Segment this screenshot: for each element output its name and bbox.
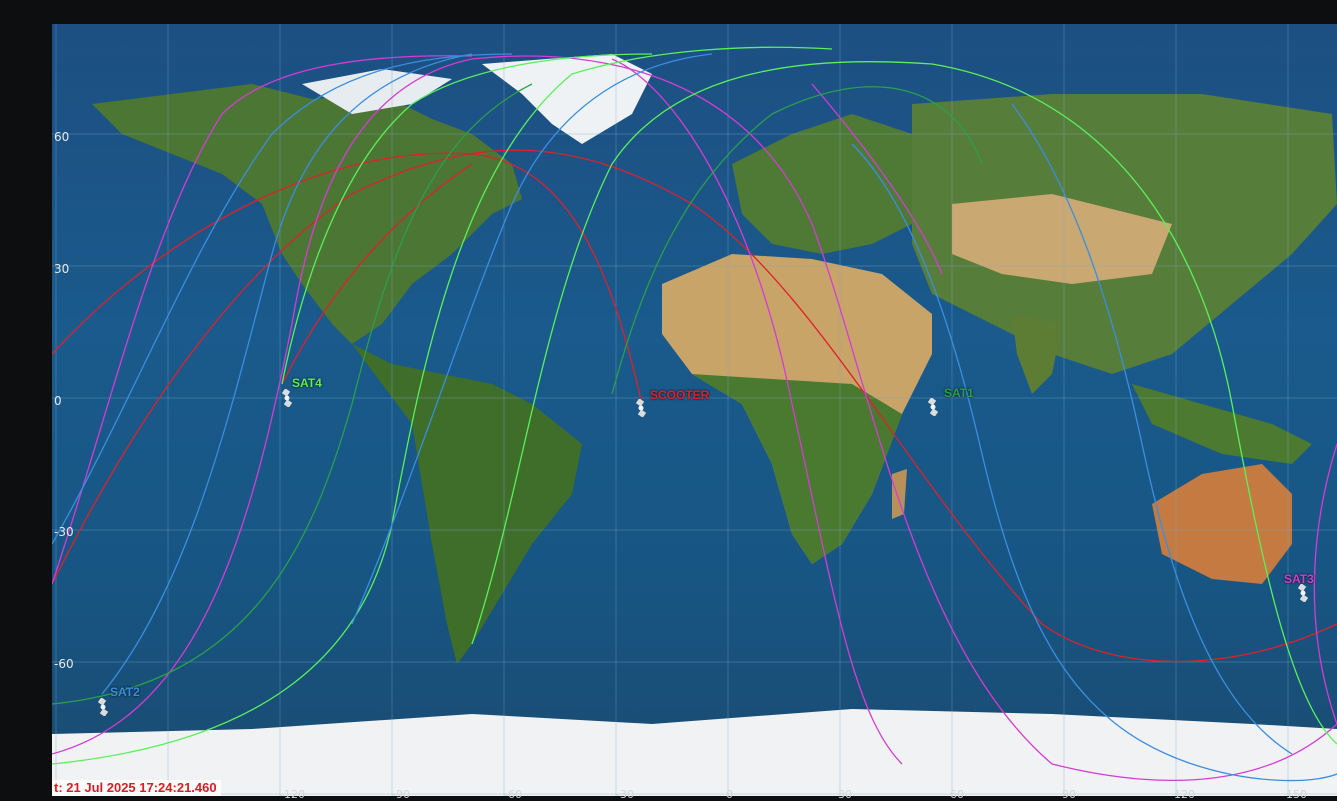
sat1-label: SAT1	[944, 386, 974, 400]
europe	[732, 114, 932, 254]
lat-label-minus30: -30	[54, 525, 74, 539]
sat2-label: SAT2	[110, 685, 140, 699]
lon-label: -120	[280, 788, 305, 801]
ground-track	[52, 152, 643, 405]
ground-track	[471, 61, 1337, 745]
ground-track	[281, 53, 653, 385]
ground-track	[611, 58, 903, 765]
madagascar	[892, 469, 907, 519]
lon-label: 0	[726, 788, 733, 801]
lon-label: 120	[1174, 788, 1195, 801]
ground-track	[281, 163, 473, 385]
world-map[interactable]: SAT4 SCOOTER SAT1 SAT3 SAT2	[52, 24, 1337, 796]
lon-label: 90	[1062, 788, 1076, 801]
ground-track	[611, 86, 983, 395]
south-america	[352, 344, 582, 664]
ground-track	[52, 53, 513, 545]
lat-label-minus60: -60	[54, 657, 74, 671]
map-canvas[interactable]	[52, 24, 1337, 796]
ground-track	[52, 55, 473, 585]
satellite-icon	[281, 389, 293, 407]
landmasses	[52, 54, 1337, 796]
ground-track	[811, 83, 943, 275]
australia	[1152, 464, 1292, 584]
lat-label-60: 60	[54, 130, 70, 144]
lat-label-30: 30	[54, 262, 70, 276]
ground-track	[351, 53, 713, 625]
sat3-label: SAT3	[1284, 572, 1314, 586]
india	[1012, 314, 1062, 394]
ground-track	[1313, 443, 1337, 725]
ground-track	[52, 46, 833, 765]
scooter-label: SCOOTER	[650, 388, 710, 402]
se-asia	[1132, 384, 1312, 464]
ground-track	[52, 149, 1337, 663]
ground-track	[851, 143, 1337, 782]
ground-tracks	[52, 46, 1337, 782]
greenland	[482, 54, 652, 144]
simulation-time-readout: t: 21 Jul 2025 17:24:21.460	[52, 780, 221, 796]
lon-label: -30	[616, 788, 634, 801]
lon-label: 150	[1286, 788, 1307, 801]
lon-label: 30	[838, 788, 852, 801]
north-america	[92, 84, 522, 344]
sat4-label: SAT4	[292, 376, 322, 390]
satellite-icon	[635, 399, 647, 417]
satellite-icon	[97, 698, 109, 716]
asia-desert	[952, 194, 1172, 284]
lon-label: -90	[392, 788, 410, 801]
africa-green	[692, 374, 902, 564]
ground-track	[52, 83, 533, 705]
ground-track	[1011, 103, 1293, 755]
satellite-icon	[927, 398, 939, 416]
graticule	[52, 24, 1337, 796]
lon-label: -60	[504, 788, 522, 801]
ground-track	[52, 55, 1337, 781]
lat-label-0: 0	[54, 394, 62, 408]
ground-track	[101, 53, 473, 695]
antarctica	[52, 709, 1337, 796]
lon-label: 60	[950, 788, 964, 801]
satellite-icon	[1297, 584, 1309, 602]
